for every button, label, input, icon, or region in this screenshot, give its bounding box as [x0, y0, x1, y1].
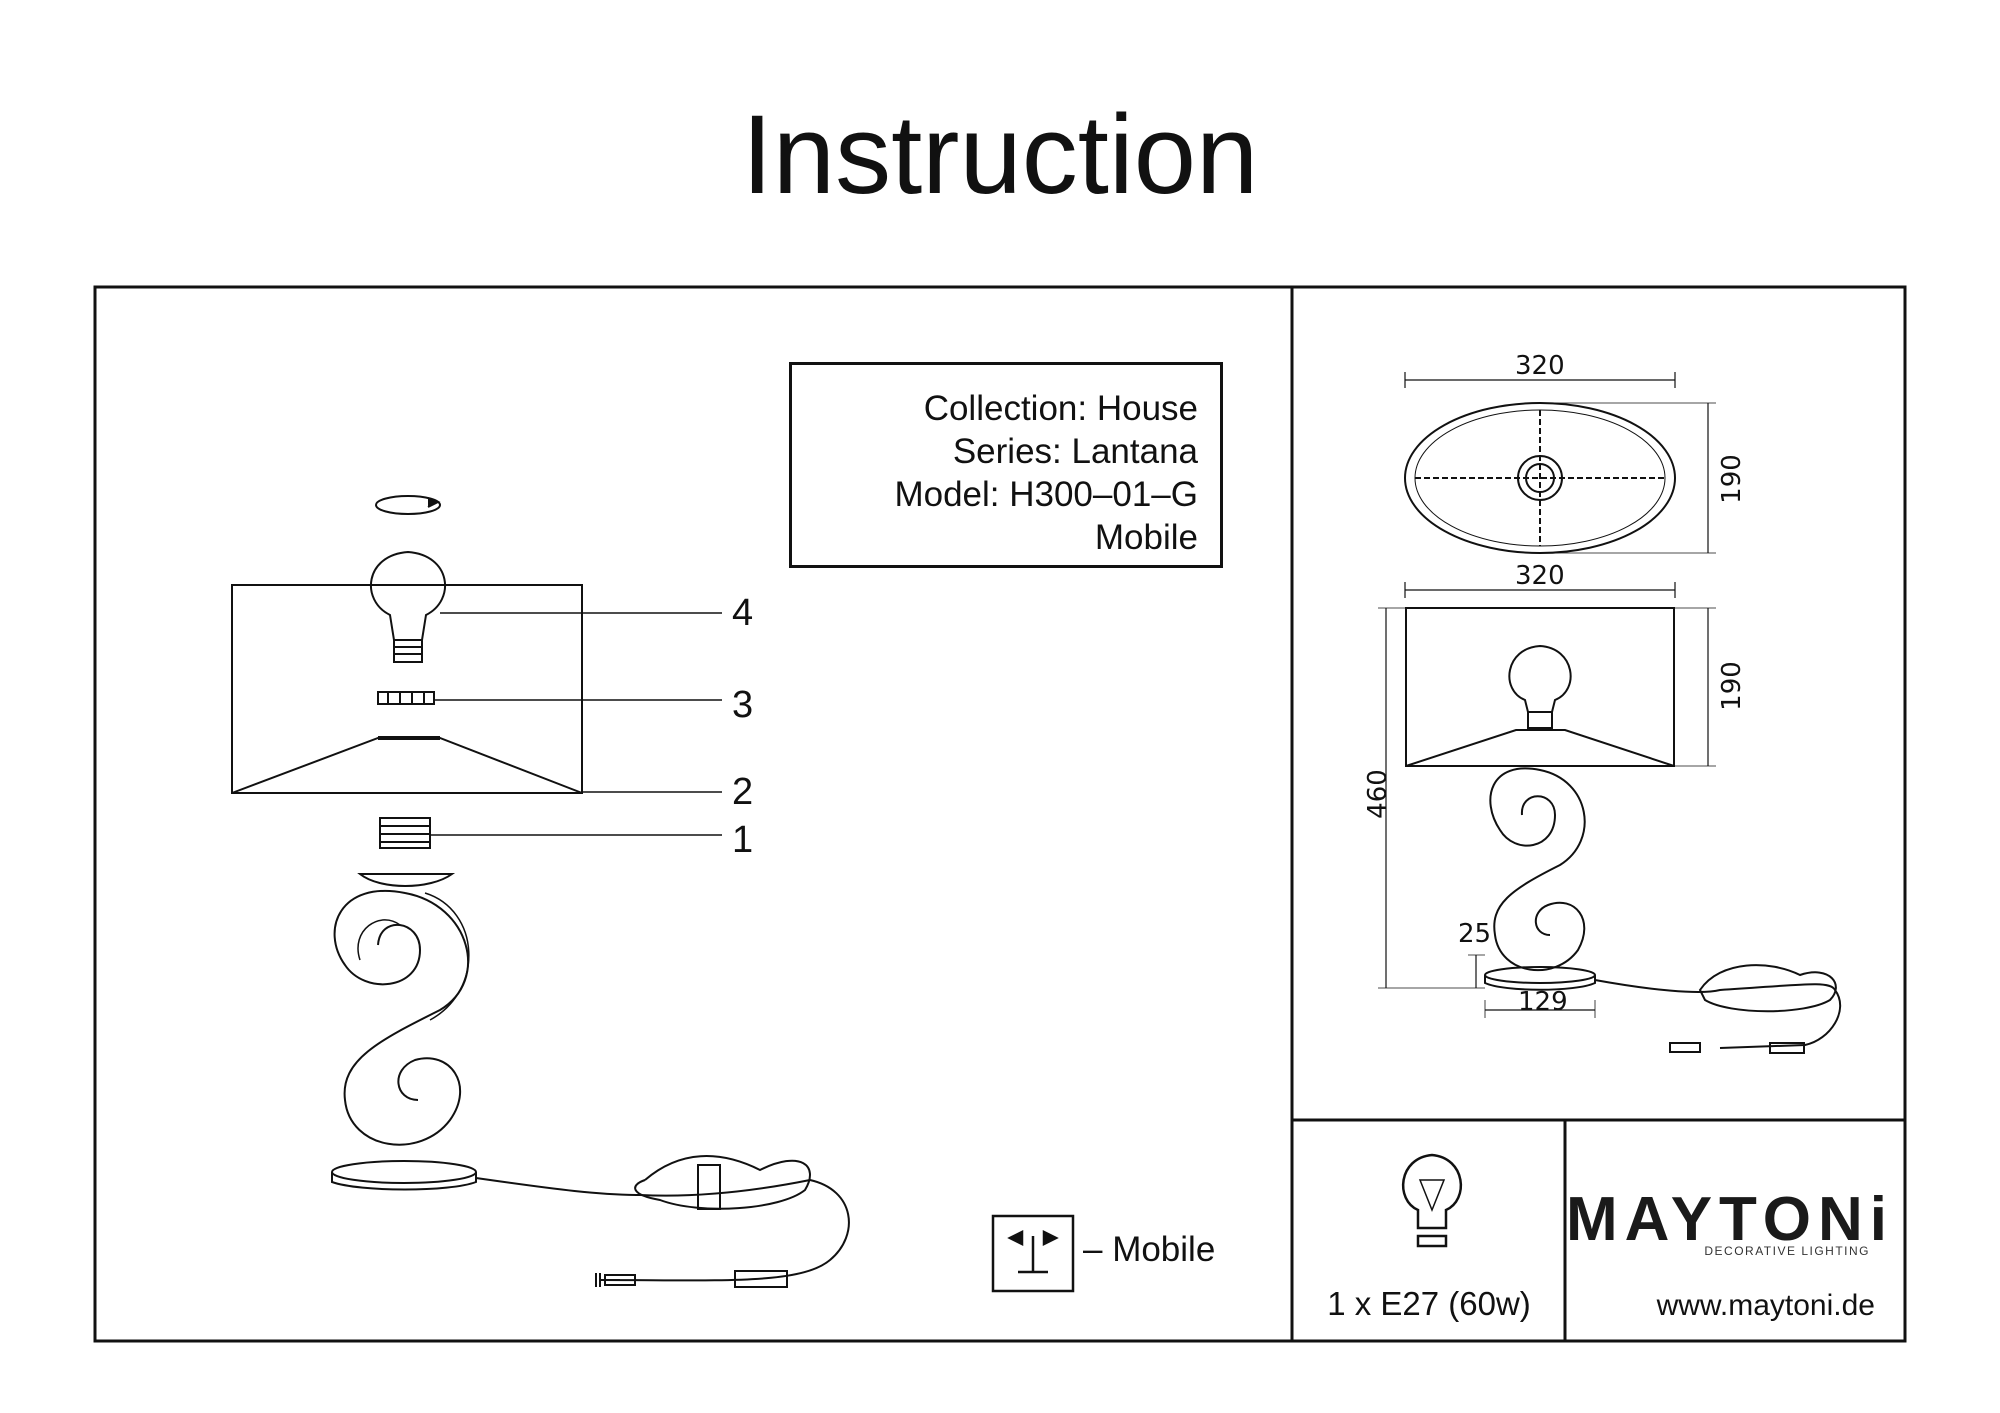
- page-title: Instruction: [741, 92, 1259, 217]
- callout-1: 1: [732, 819, 754, 861]
- cord-switch: [734, 1270, 788, 1288]
- model-label: Model: H300–01–G: [894, 475, 1198, 514]
- bulb-spec: 1 x E27 (60w): [1327, 1285, 1531, 1322]
- type-label: Mobile: [1094, 518, 1198, 557]
- bulb-part: [369, 550, 447, 663]
- dim-base-width: 129: [1518, 987, 1568, 1017]
- outer-frame: [93, 285, 1907, 1343]
- mobile-lamp-icon: [991, 1214, 1075, 1293]
- cord-coil: [634, 1155, 811, 1210]
- dim-base-height: 25: [1458, 919, 1492, 949]
- dim-top-depth: 190: [1716, 454, 1747, 504]
- dimension-drawings: [1378, 372, 1842, 1054]
- lamp-shade: [231, 584, 583, 794]
- mobile-label: – Mobile: [1083, 1230, 1216, 1269]
- brand-tagline: DECORATIVE LIGHTING: [1704, 1244, 1870, 1258]
- ring-part: [377, 691, 435, 705]
- bulb-icon: [1401, 1153, 1463, 1248]
- rotate-arrow-icon: [375, 495, 441, 515]
- brand-logo: MAYTONi: [1565, 1185, 1895, 1254]
- collection-label: Collection: House: [923, 389, 1198, 428]
- website-link[interactable]: www.maytoni.de: [1656, 1289, 1875, 1322]
- dim-top-width: 320: [1515, 351, 1565, 381]
- lamp-base: [331, 1172, 477, 1191]
- exploded-view: [231, 495, 850, 1288]
- callout-3: 3: [732, 684, 754, 726]
- shade-spider: [231, 737, 583, 794]
- dim-shade-height: 190: [1716, 661, 1747, 711]
- power-cord: [475, 1177, 850, 1282]
- callout-2: 2: [732, 771, 754, 813]
- lamp-base-top: [331, 1160, 477, 1184]
- socket-cup: [357, 873, 456, 887]
- model-info-box: Collection: House Series: Lantana Model:…: [789, 362, 1223, 568]
- callout-4: 4: [732, 592, 754, 634]
- dim-side-width: 320: [1515, 561, 1565, 591]
- cord-tie: [697, 1164, 721, 1210]
- side-view-shade: [1405, 607, 1675, 767]
- dim-total-height: 460: [1362, 769, 1393, 819]
- scroll-body: [333, 890, 469, 1146]
- series-label: Series: Lantana: [952, 432, 1198, 471]
